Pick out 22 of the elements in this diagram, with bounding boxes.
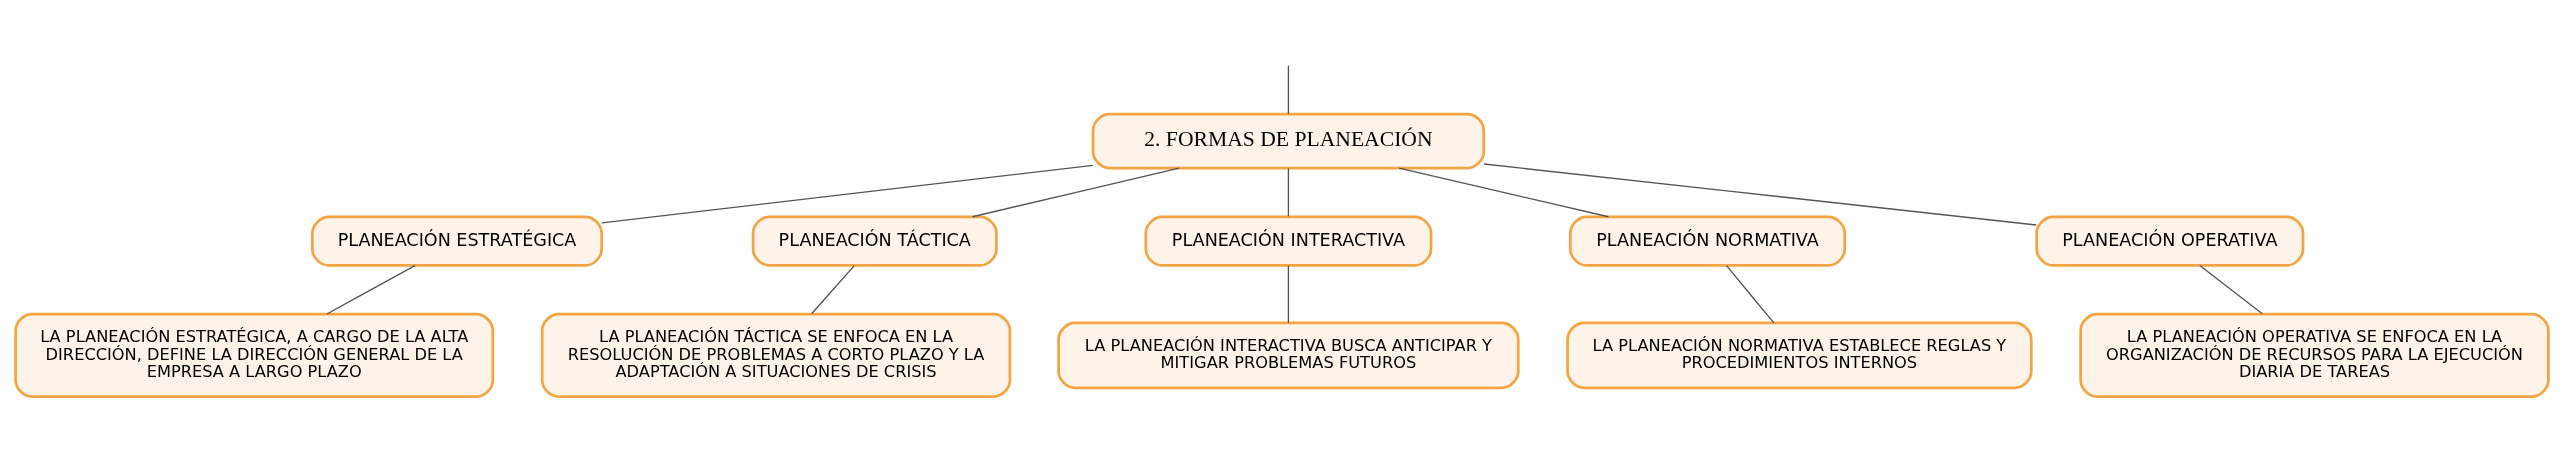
connector bbox=[1725, 264, 1775, 324]
node-box: PLANEACIÓN INTERACTIVA bbox=[1144, 215, 1433, 267]
node-box: LA PLANEACIÓN TÁCTICA SE ENFOCA EN LA RESOLUCIÓN DE PROBLEMAS A CORTO PLAZO Y LA ADAPTACIÓN A SITUACIONES DE CRISIS bbox=[540, 312, 1012, 398]
connector bbox=[601, 164, 1094, 224]
connector bbox=[1287, 264, 1290, 324]
connector bbox=[1398, 167, 1610, 218]
node-box: LA PLANEACIÓN ESTRATÉGICA, A CARGO DE LA ALTA DIRECCIÓN, DEFINE LA DIRECCIÓN GENERAL DE LA EMPRESA A LARGO PLAZO bbox=[14, 312, 495, 398]
node-box: PLANEACIÓN TÁCTICA bbox=[751, 215, 998, 267]
node-box: PLANEACIÓN OPERATIVA bbox=[2035, 215, 2305, 267]
node-box: LA PLANEACIÓN NORMATIVA ESTABLECE REGLAS Y PROCEDIMIENTOS INTERNOS bbox=[1566, 321, 2033, 390]
connector bbox=[1287, 64, 1290, 115]
node-box: PLANEACIÓN NORMATIVA bbox=[1568, 215, 1847, 267]
connector bbox=[971, 167, 1180, 218]
connector bbox=[326, 264, 416, 315]
node-box: 2. FORMAS DE PLANEACIÓN bbox=[1091, 112, 1486, 170]
connector bbox=[810, 264, 855, 315]
connector bbox=[1483, 163, 2037, 226]
node-box: LA PLANEACIÓN INTERACTIVA BUSCA ANTICIPAR Y MITIGAR PROBLEMAS FUTUROS bbox=[1057, 321, 1520, 390]
node-box: PLANEACIÓN ESTRATÉGICA bbox=[311, 215, 603, 267]
connector bbox=[2199, 264, 2263, 315]
node-box: LA PLANEACIÓN OPERATIVA SE ENFOCA EN LA ORGANIZACIÓN DE RECURSOS PARA LA EJECUCIÓN DIARIA DE TAREAS bbox=[2079, 312, 2550, 398]
connector bbox=[1287, 167, 1290, 217]
